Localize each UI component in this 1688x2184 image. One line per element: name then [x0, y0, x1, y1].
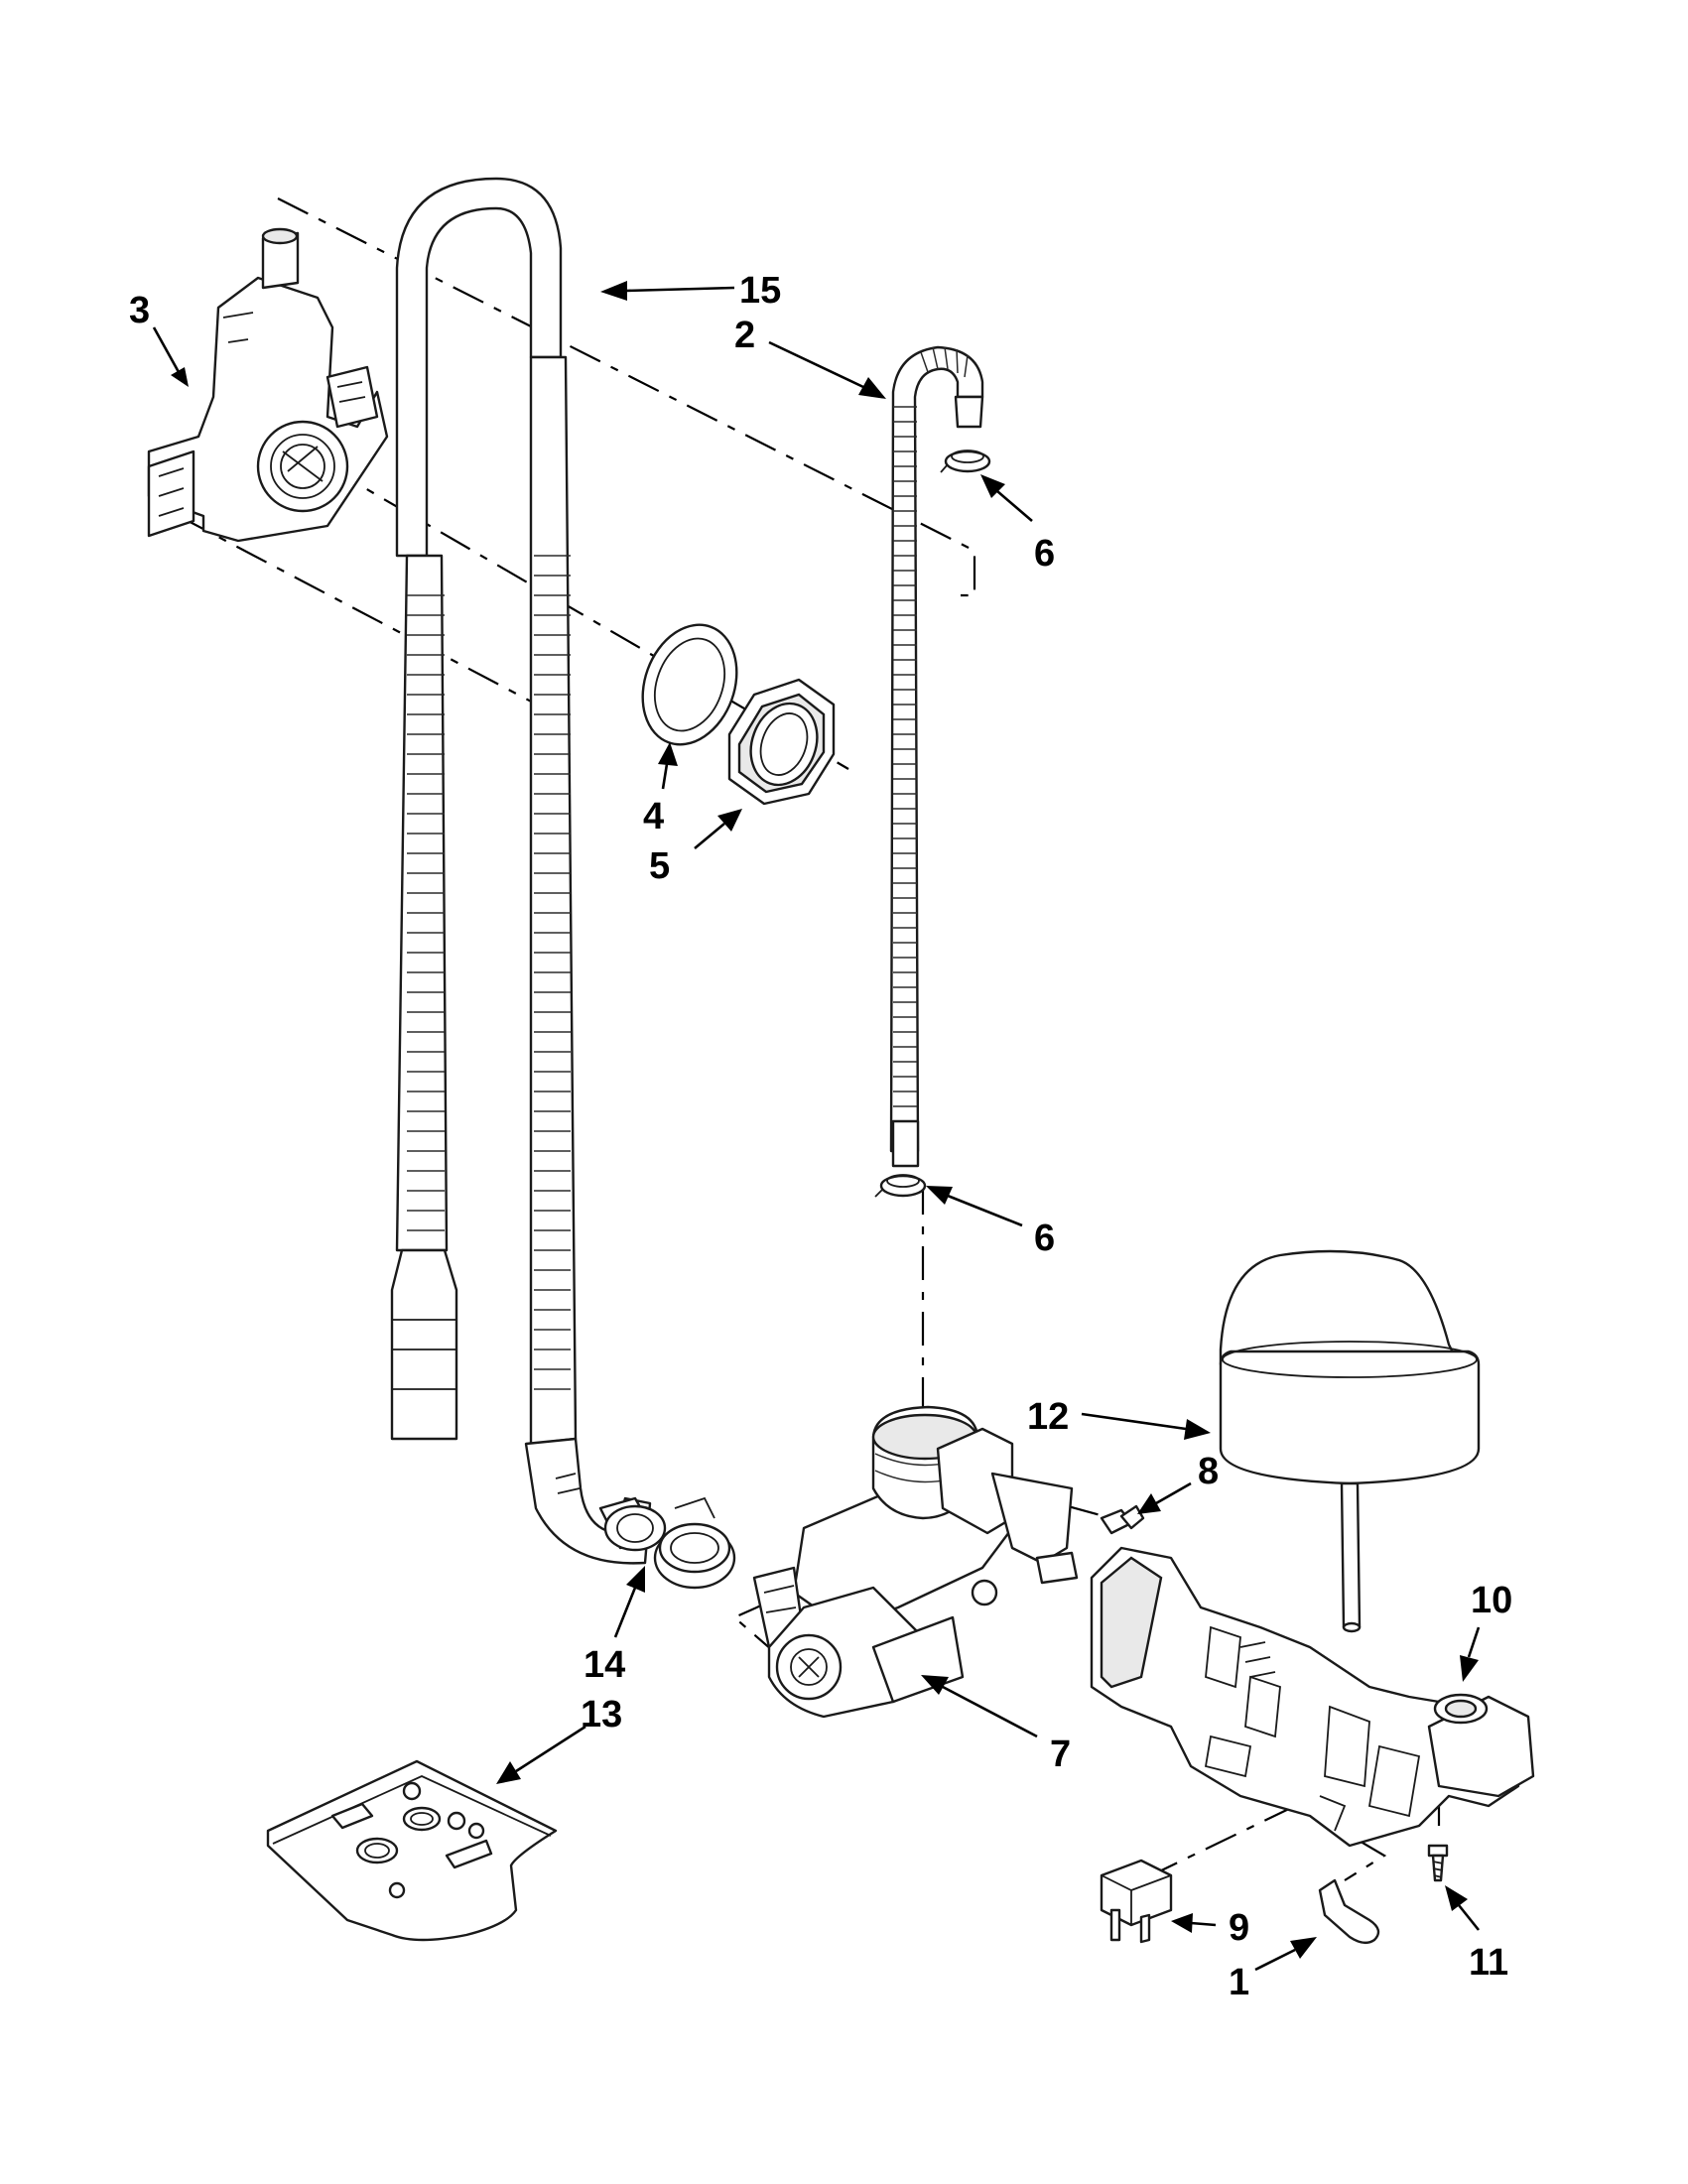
callout-7: 7: [1050, 1734, 1071, 1775]
part-1-switch-lever: [1318, 1878, 1380, 1945]
part-6-clamp-lower: [874, 1174, 927, 1198]
part-15-drain-hose: [524, 355, 667, 1565]
part-4-gasket: [641, 623, 738, 746]
part-12-float: [1219, 1249, 1481, 1633]
callout-6-lower: 6: [1034, 1218, 1055, 1259]
part-8-screw: [1100, 1504, 1145, 1535]
callout-14: 14: [584, 1644, 625, 1686]
part-7-pump-assembly: [752, 1405, 1079, 1719]
callout-2: 2: [734, 315, 755, 356]
part-5-nut: [727, 678, 836, 806]
callout-leaders: [152, 281, 1481, 1972]
callout-6-upper: 6: [1034, 533, 1055, 575]
callout-4: 4: [643, 796, 664, 837]
part-3-hose-bracket: [147, 227, 389, 543]
part-14-hose-clamp: [653, 1496, 736, 1590]
callout-labels: 1 2 3 4 5 6 6 7 8 9 10 11 12 13 14 15: [129, 270, 1512, 2003]
part-11-screw: [1427, 1844, 1449, 1882]
callout-1: 1: [1229, 1962, 1249, 2003]
callout-3: 3: [129, 290, 150, 331]
callout-9: 9: [1229, 1907, 1249, 1949]
callout-15: 15: [739, 270, 781, 312]
callout-5: 5: [649, 845, 670, 887]
callout-13: 13: [581, 1694, 622, 1735]
callout-11: 11: [1469, 1942, 1508, 1984]
part-13-hardware-kit: [266, 1759, 558, 1942]
part-6-clamp-upper: [940, 450, 991, 473]
part-2-corrugated-hose: [889, 345, 984, 1168]
callout-8: 8: [1198, 1451, 1219, 1492]
part-9-micro-switch: [1100, 1859, 1173, 1944]
callout-10: 10: [1471, 1580, 1512, 1621]
callout-12: 12: [1027, 1396, 1069, 1438]
float-switch-bracket: [1090, 1546, 1535, 1848]
